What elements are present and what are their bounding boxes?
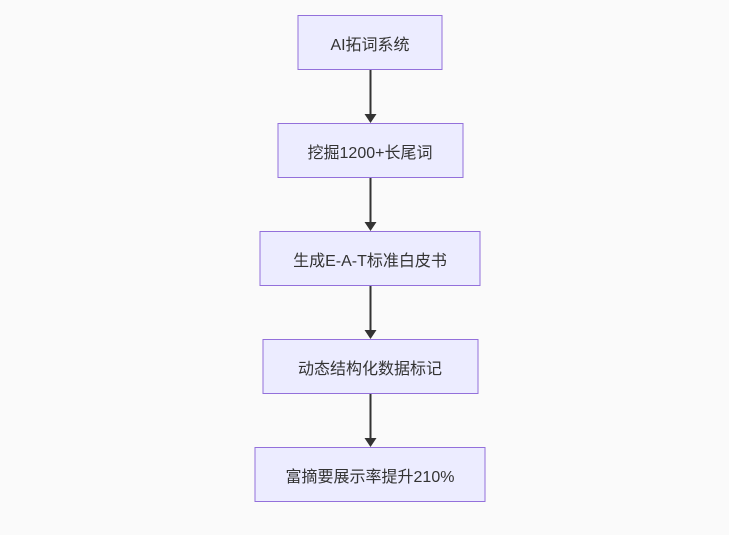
arrow-down-connector bbox=[364, 70, 376, 123]
arrow-down-connector bbox=[364, 394, 376, 447]
arrow-down-connector bbox=[364, 178, 376, 231]
arrowhead-icon bbox=[364, 438, 376, 447]
arrow-line bbox=[369, 394, 371, 438]
arrowhead-icon bbox=[364, 222, 376, 231]
flow-node-ai-keyword-system: AI拓词系统 bbox=[297, 15, 443, 70]
flow-node-structured-data-markup: 动态结构化数据标记 bbox=[262, 339, 478, 394]
flow-node-longtail-mining: 挖掘1200+长尾词 bbox=[277, 123, 463, 178]
flow-node-rich-snippet-result: 富摘要展示率提升210% bbox=[254, 447, 486, 502]
arrow-down-connector bbox=[364, 286, 376, 339]
arrow-line bbox=[369, 286, 371, 330]
flow-node-eat-whitepaper: 生成E-A-T标准白皮书 bbox=[259, 231, 481, 286]
arrowhead-icon bbox=[364, 114, 376, 123]
arrow-line bbox=[369, 178, 371, 222]
arrow-line bbox=[369, 70, 371, 114]
flowchart: AI拓词系统 挖掘1200+长尾词 生成E-A-T标准白皮书 动态结构化数据标记… bbox=[254, 15, 486, 502]
arrowhead-icon bbox=[364, 330, 376, 339]
